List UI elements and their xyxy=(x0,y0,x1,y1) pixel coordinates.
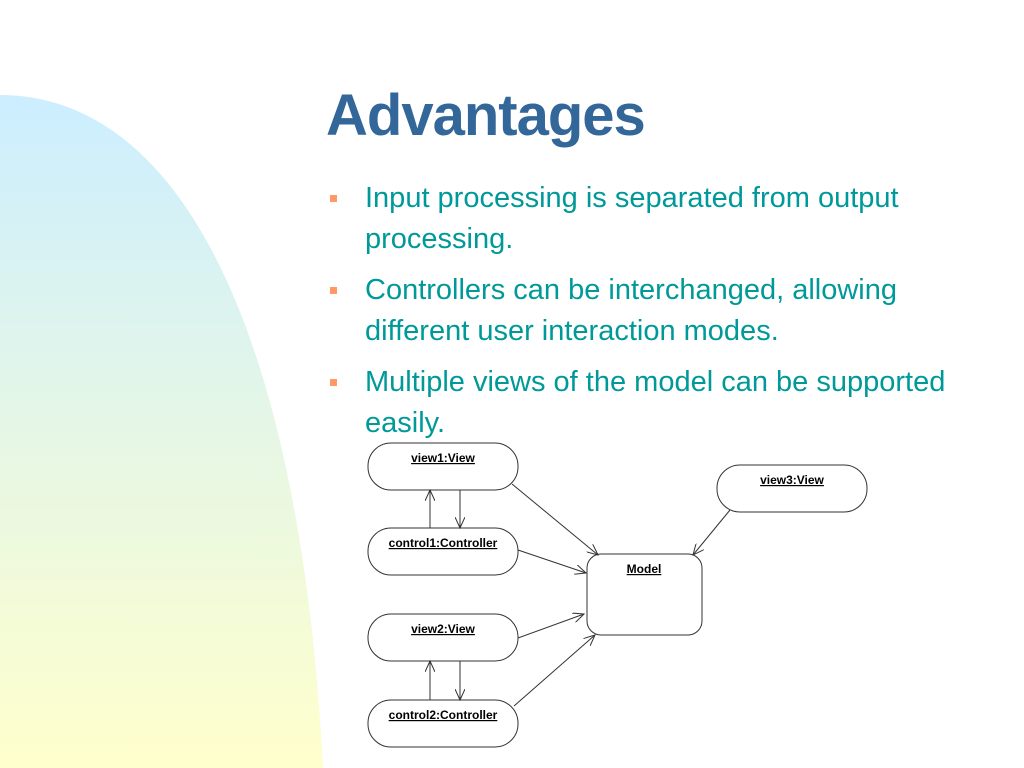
edge-control1-to-model xyxy=(517,549,586,573)
edge-control2-to-model xyxy=(513,635,595,707)
bullet-text: Input processing is separated from outpu… xyxy=(365,182,899,255)
node-control2: control2:Controller xyxy=(367,699,519,748)
bullet-list: Input processing is separated from outpu… xyxy=(326,178,1006,454)
node-model-label: Model xyxy=(627,562,662,576)
bullet-text: Multiple views of the model can be suppo… xyxy=(365,366,946,439)
node-view1-label: view1:View xyxy=(411,451,475,465)
bullet-item: Controllers can be interchanged, allowin… xyxy=(326,270,1006,352)
edge-view2-to-model xyxy=(517,614,584,639)
slide-title: Advantages xyxy=(326,83,646,148)
bullet-text: Controllers can be interchanged, allowin… xyxy=(365,274,897,347)
node-view2-label: view2:View xyxy=(411,622,475,636)
mvc-diagram: view1:View control1:Controller view2:Vie… xyxy=(367,442,868,748)
node-model: Model xyxy=(586,553,703,636)
node-control1: control1:Controller xyxy=(367,527,519,576)
square-bullet-icon xyxy=(330,287,337,294)
node-view3: view3:View xyxy=(716,464,868,513)
square-bullet-icon xyxy=(330,195,337,202)
node-view2: view2:View xyxy=(367,613,519,662)
edge-view3-to-model xyxy=(693,509,731,555)
node-control1-label: control1:Controller xyxy=(389,536,498,550)
node-view1: view1:View xyxy=(367,442,519,491)
square-bullet-icon xyxy=(330,379,337,386)
node-view3-label: view3:View xyxy=(760,473,824,487)
bullet-item: Multiple views of the model can be suppo… xyxy=(326,362,1006,444)
bullet-item: Input processing is separated from outpu… xyxy=(326,178,1006,260)
node-control2-label: control2:Controller xyxy=(389,708,498,722)
edge-view1-to-model xyxy=(511,483,598,555)
